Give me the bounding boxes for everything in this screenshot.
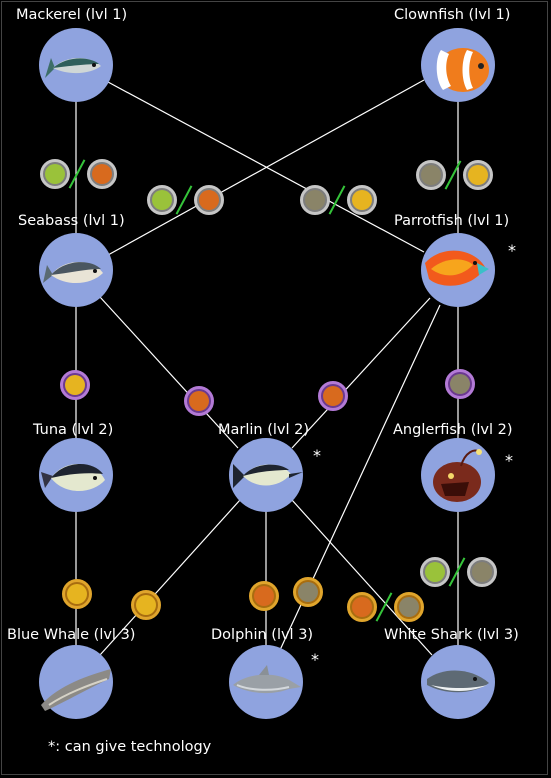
coin-bell	[293, 577, 323, 607]
link-clownfish-seabass	[107, 79, 425, 256]
fish-food-icon	[152, 190, 172, 210]
coin-sponge	[131, 590, 161, 620]
bell-icon	[305, 190, 325, 210]
link-parrotfish-marlin	[291, 297, 431, 449]
label-clownfish: Clownfish (lvl 1)	[394, 7, 511, 23]
bell-icon	[298, 582, 318, 602]
tech-marker: *	[505, 451, 513, 470]
coin-fish-food	[147, 185, 177, 215]
coin-shrimp	[87, 159, 117, 189]
link-seabass-marlin	[99, 296, 239, 449]
node-marlin[interactable]	[229, 438, 303, 512]
label-whiteshark: White Shark (lvl 3)	[384, 627, 519, 643]
fish-food-icon	[425, 562, 445, 582]
shrimp-icon	[352, 597, 372, 617]
label-marlin: Marlin (lvl 2)	[218, 422, 310, 438]
seabass-icon	[43, 262, 103, 284]
tuna-icon	[41, 463, 105, 491]
node-bluewhale[interactable]	[39, 645, 113, 719]
coin-fish-food	[420, 557, 450, 587]
footnote: *: can give technology	[48, 739, 212, 755]
label-dolphin: Dolphin (lvl 3)	[211, 627, 314, 643]
tech-marker: *	[508, 241, 516, 260]
anglerfish-icon	[433, 449, 482, 502]
node-whiteshark[interactable]	[421, 645, 495, 719]
tech-marker: *	[311, 650, 319, 669]
shrimp-icon	[323, 386, 343, 406]
label-tuna: Tuna (lvl 2)	[33, 422, 114, 438]
coin-bell	[445, 369, 475, 399]
node-mackerel[interactable]	[39, 28, 113, 102]
coin-bell	[467, 557, 497, 587]
node-clownfish[interactable]	[421, 28, 495, 102]
label-parrotfish: Parrotfish (lvl 1)	[394, 213, 510, 229]
shrimp-icon	[254, 586, 274, 606]
clownfish-icon	[436, 48, 489, 92]
fish-food-icon	[45, 164, 65, 184]
blue-whale-icon	[41, 669, 111, 711]
node-seabass[interactable]	[39, 233, 113, 307]
coin-fish-food	[40, 159, 70, 189]
parrotfish-icon	[425, 250, 489, 286]
coin-shrimp	[194, 185, 224, 215]
node-anglerfish[interactable]	[421, 438, 495, 512]
coin-shrimp	[184, 386, 214, 416]
sponge-icon	[65, 375, 85, 395]
node-tuna[interactable]	[39, 438, 113, 512]
bell-icon	[450, 374, 470, 394]
label-mackerel: Mackerel (lvl 1)	[16, 7, 128, 23]
coin-bell	[416, 160, 446, 190]
coin-sponge	[463, 160, 493, 190]
tech-marker: *	[313, 446, 321, 465]
bell-icon	[421, 165, 441, 185]
coin-shrimp	[347, 592, 377, 622]
sponge-icon	[468, 165, 488, 185]
shrimp-icon	[92, 164, 112, 184]
label-seabass: Seabass (lvl 1)	[18, 213, 125, 229]
link-marlin-bluewhale	[99, 499, 241, 656]
coin-sponge	[347, 185, 377, 215]
coin-bell	[394, 592, 424, 622]
coin-sponge	[60, 370, 90, 400]
shrimp-icon	[189, 391, 209, 411]
coin-shrimp	[318, 381, 348, 411]
bell-icon	[399, 597, 419, 617]
coin-bell	[300, 185, 330, 215]
node-dolphin[interactable]	[229, 645, 303, 719]
coin-shrimp	[249, 581, 279, 611]
mackerel-icon	[45, 58, 101, 78]
sponge-icon	[352, 190, 372, 210]
link-marlin-whiteshark	[291, 499, 433, 656]
sponge-icon	[136, 595, 156, 615]
shrimp-icon	[199, 190, 219, 210]
coin-sponge	[62, 579, 92, 609]
label-anglerfish: Anglerfish (lvl 2)	[393, 422, 513, 438]
label-bluewhale: Blue Whale (lvl 3)	[7, 627, 136, 643]
marlin-icon	[233, 464, 303, 488]
sponge-icon	[67, 584, 87, 604]
white-shark-icon	[427, 670, 489, 693]
dolphin-icon	[233, 665, 301, 694]
node-parrotfish[interactable]	[421, 233, 495, 307]
bell-icon	[472, 562, 492, 582]
